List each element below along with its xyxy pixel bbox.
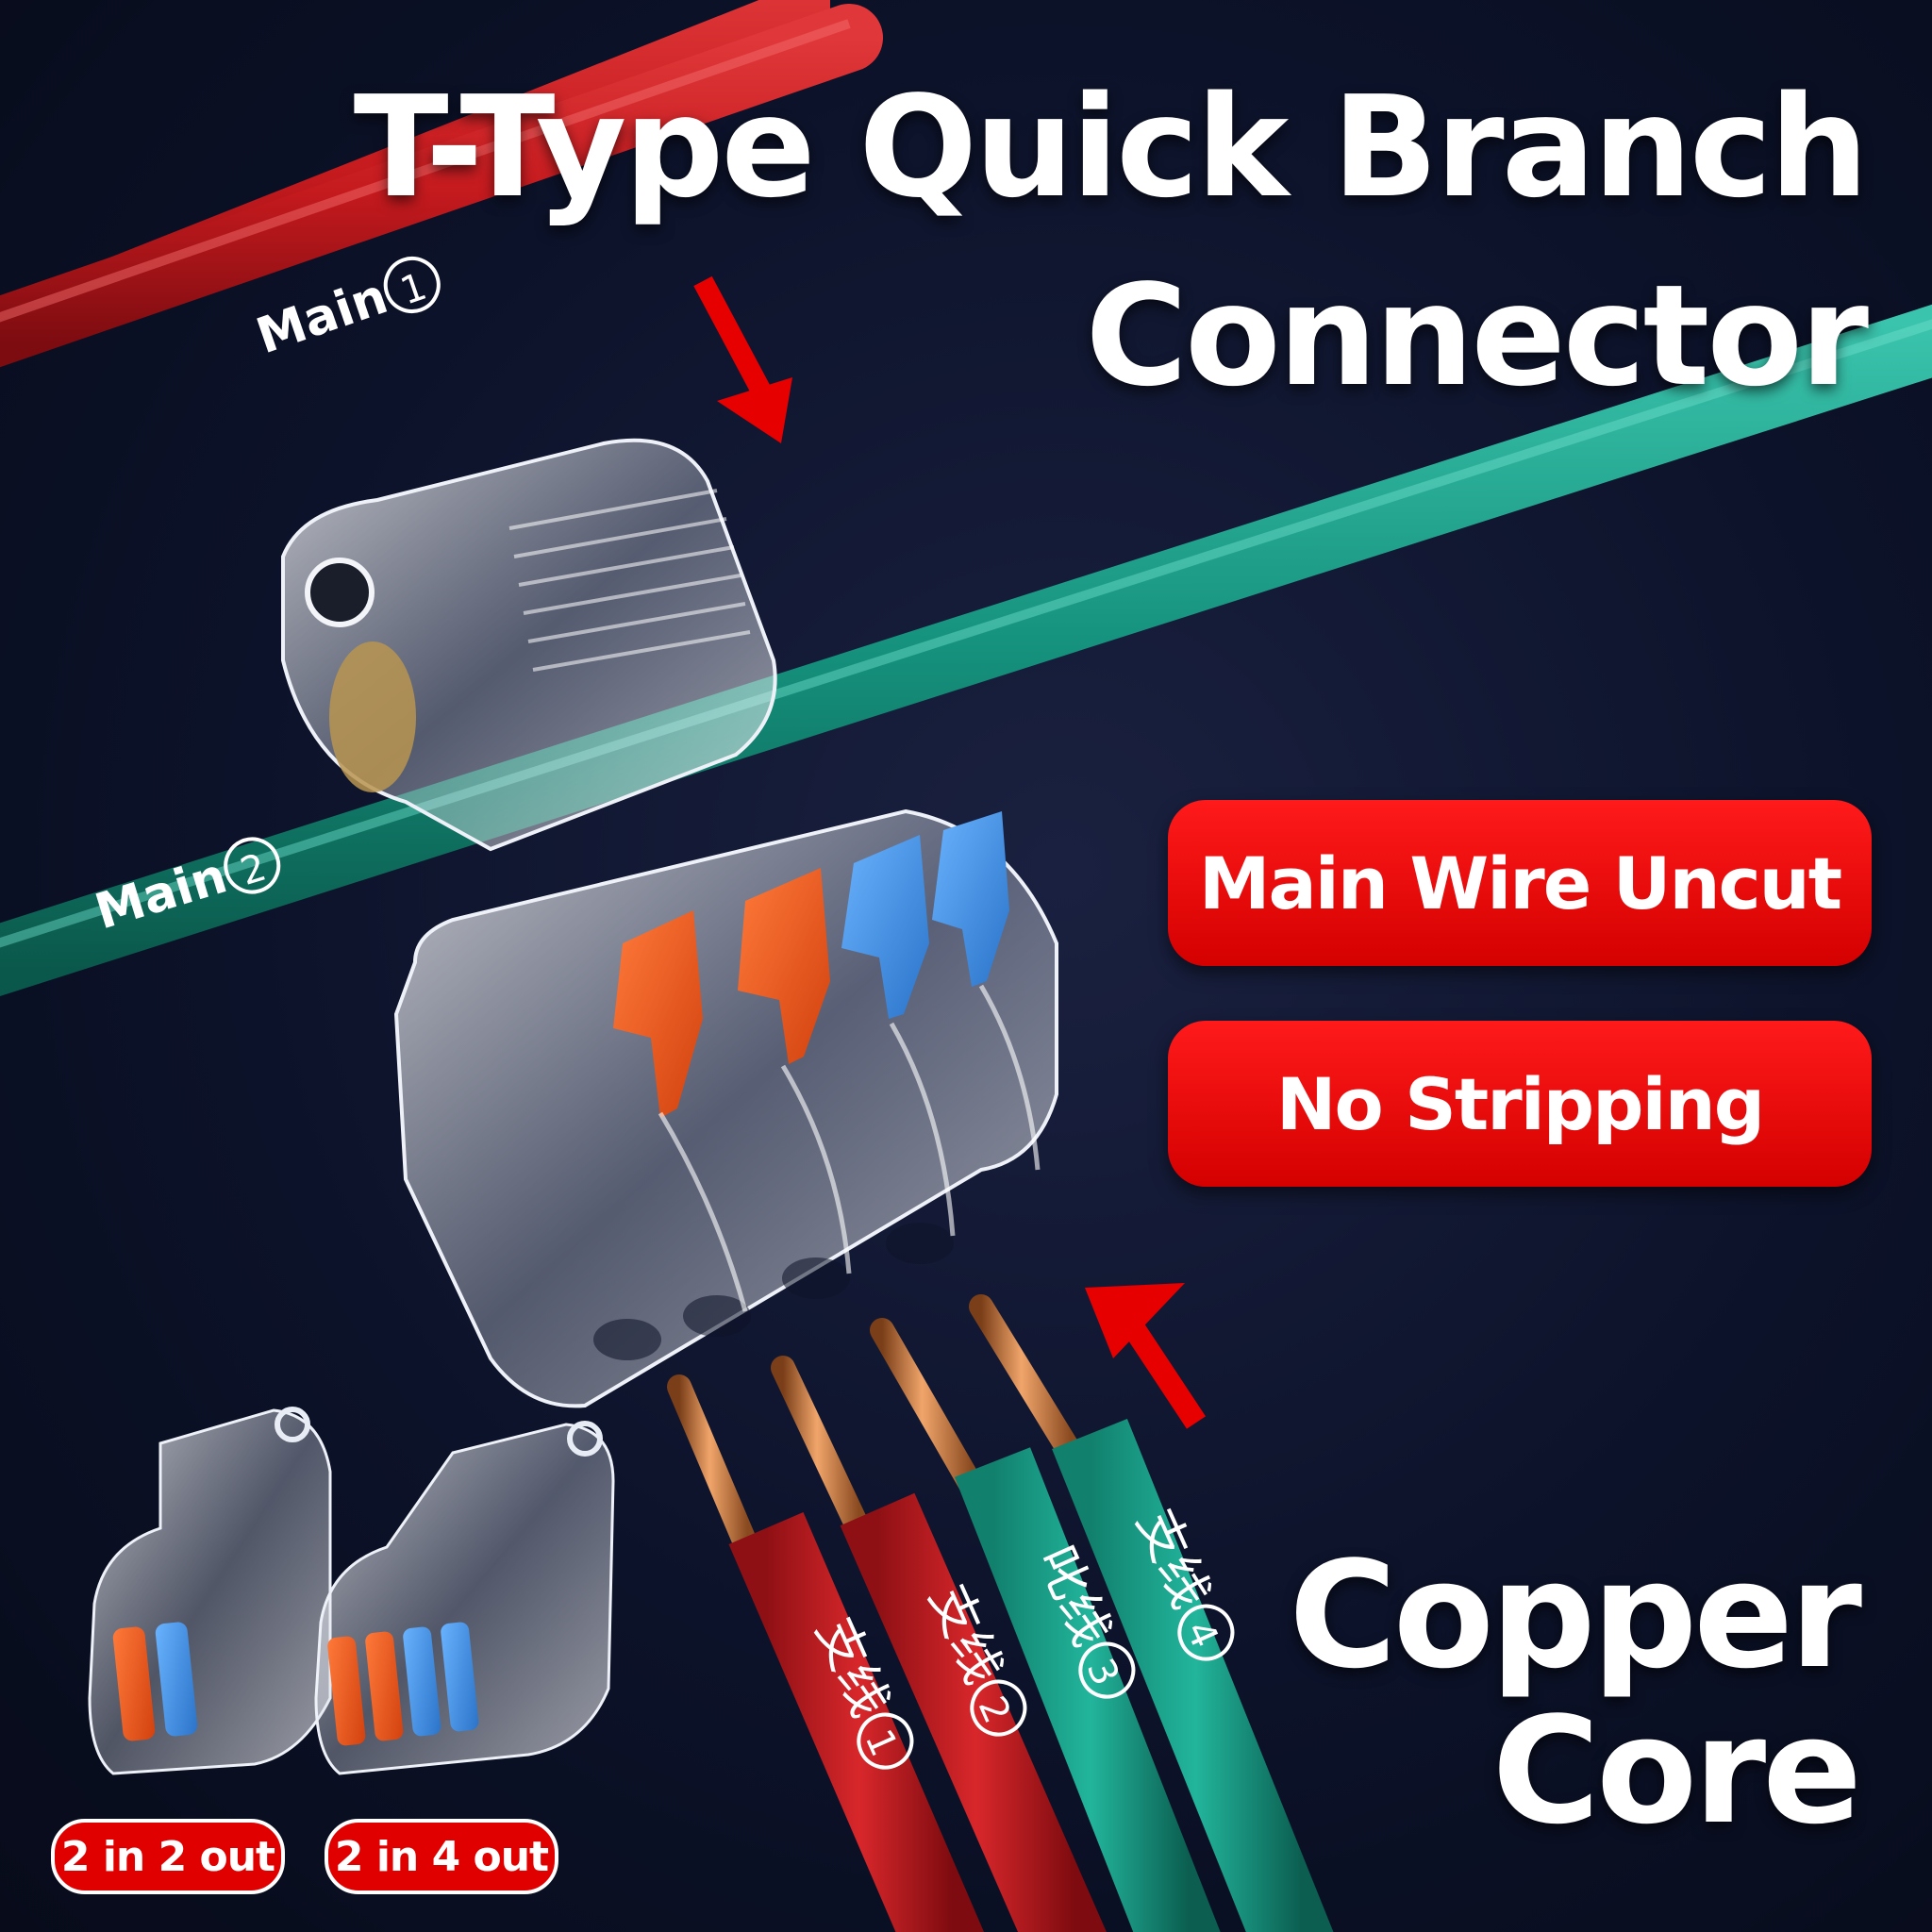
variant-badge-2in4out: 2 in 4 out	[325, 1819, 558, 1894]
branch-wire-4	[969, 1294, 1334, 1932]
arrow-down-icon	[693, 275, 792, 443]
copper-core-line2: Core	[1491, 1685, 1862, 1857]
svg-text:1: 1	[395, 265, 432, 314]
variant-2in4out-connector	[314, 1421, 615, 1775]
main-wire-red	[0, 0, 883, 368]
svg-text:Main: Main	[250, 268, 395, 365]
page-title-line2: Connector	[1085, 255, 1869, 417]
branch-wire-2	[771, 1356, 1107, 1932]
copper-core-line1: Copper	[1289, 1529, 1862, 1701]
arrow-up-icon	[1085, 1283, 1207, 1429]
page-title-line1: T-Type Quick Branch	[353, 66, 1869, 228]
feature-badge-main-wire-uncut: Main Wire Uncut	[1168, 800, 1872, 966]
branch-wire-3	[870, 1318, 1221, 1932]
main-wire-teal	[0, 304, 1932, 997]
t-type-connector	[281, 438, 1058, 1408]
variant-2in2out-connector	[88, 1407, 332, 1775]
feature-badge-no-stripping: No Stripping	[1168, 1021, 1872, 1187]
variant-badge-2in2out: 2 in 2 out	[51, 1819, 285, 1894]
